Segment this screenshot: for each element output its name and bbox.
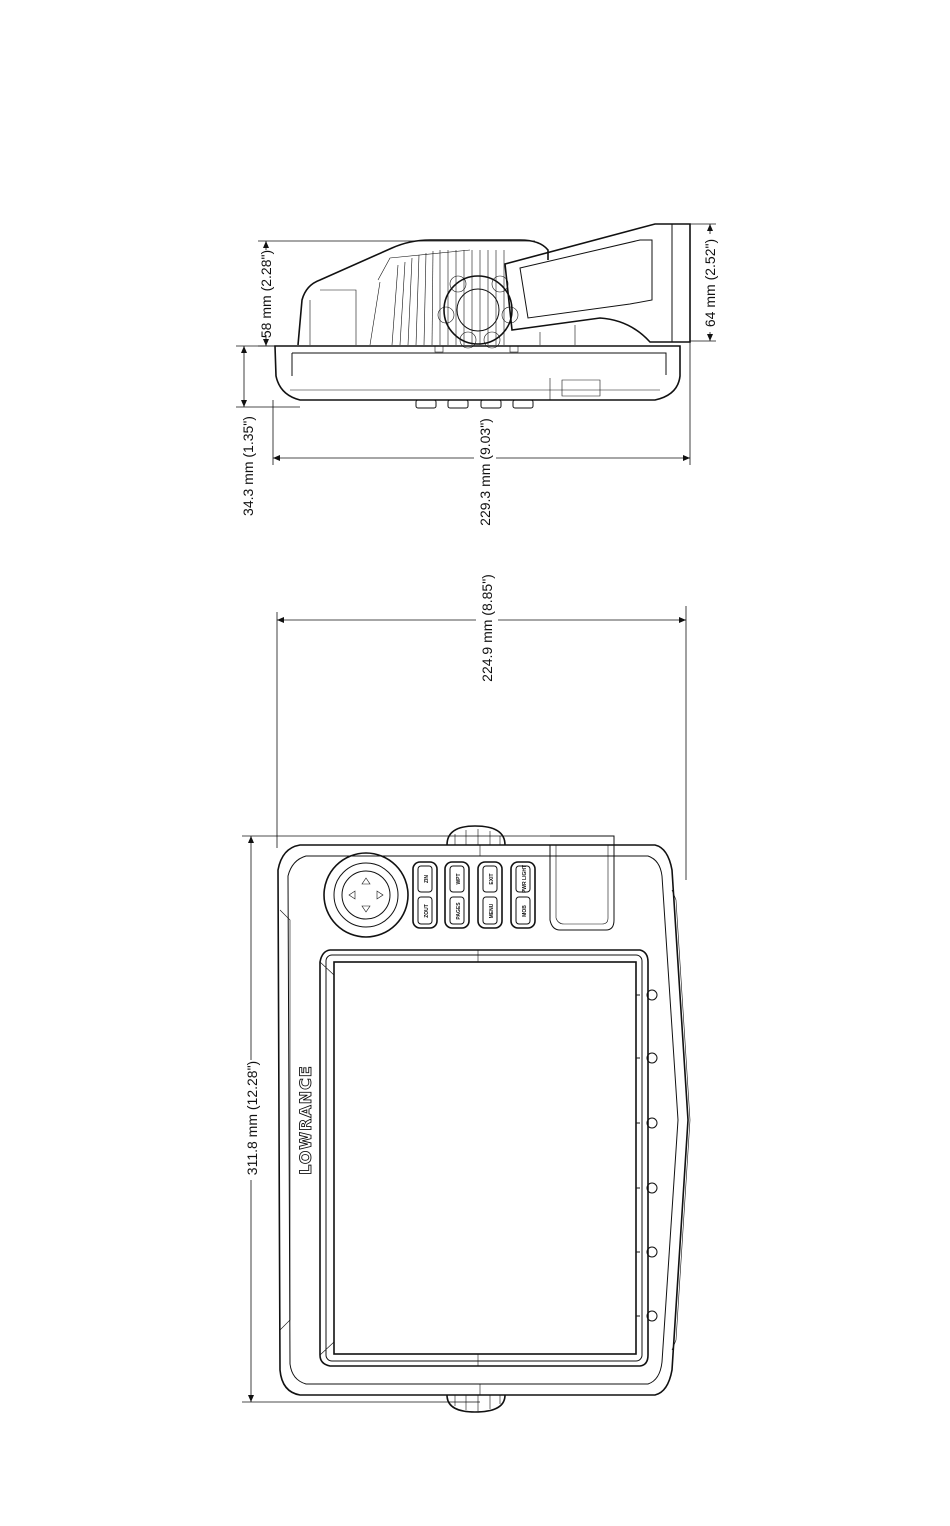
brand-logo: LOWRANCE xyxy=(296,1065,315,1175)
soft-key-4[interactable] xyxy=(636,1183,657,1193)
label-side-height-bracket: 64 mm (2.52") xyxy=(702,239,718,327)
key-exit-menu[interactable]: EXIT MENU xyxy=(478,862,502,928)
arrow-down-icon xyxy=(362,906,370,912)
arrow-up-icon xyxy=(362,878,370,884)
key-zout-label: ZOUT xyxy=(424,904,430,918)
side-bracket xyxy=(505,224,690,345)
key-exit-label: EXIT xyxy=(489,873,495,884)
key-group: ZIN ZOUT WPT PAGES EXIT MENU xyxy=(413,862,535,928)
soft-key-6[interactable] xyxy=(636,1311,657,1321)
key-pages-label: PAGES xyxy=(456,902,462,920)
side-knob xyxy=(438,276,518,348)
key-wpt-pages[interactable]: WPT PAGES xyxy=(445,862,469,928)
key-wpt-label: WPT xyxy=(456,873,462,884)
arrow-left-icon xyxy=(349,891,355,899)
front-view: 224.9 mm (8.85") 311.8 mm (12.28") xyxy=(242,574,690,1412)
label-front-width: 224.9 mm (8.85") xyxy=(479,574,495,682)
side-view: 58 mm (2.28") 64 mm (2.52") 34.3 mm (1.3… xyxy=(236,224,718,530)
key-pwr-label: PWR LIGHT xyxy=(522,865,528,893)
key-pwr-mob[interactable]: PWR LIGHT MOB xyxy=(511,862,535,928)
label-front-height: 311.8 mm (12.28") xyxy=(244,1061,260,1175)
arrow-right-icon xyxy=(377,891,383,899)
soft-key-3[interactable] xyxy=(636,1118,657,1128)
label-side-depth: 34.3 mm (1.35") xyxy=(240,416,256,516)
key-mob-label: MOB xyxy=(522,905,528,917)
soft-keys xyxy=(636,990,657,1321)
cursor-pad[interactable] xyxy=(324,853,408,937)
key-menu-label: MENU xyxy=(489,903,495,918)
key-zin-label: ZIN xyxy=(424,875,430,883)
label-side-height-rear: 58 mm (2.28") xyxy=(258,250,274,338)
label-side-width: 229.3 mm (9.03") xyxy=(477,418,493,526)
key-zoom[interactable]: ZIN ZOUT xyxy=(413,862,437,928)
front-clip xyxy=(550,836,614,930)
soft-key-1[interactable] xyxy=(636,990,657,1000)
soft-key-2[interactable] xyxy=(636,1053,657,1063)
dim-side-depth xyxy=(236,346,300,407)
screen xyxy=(320,950,648,1366)
soft-key-5[interactable] xyxy=(636,1247,657,1257)
side-keys xyxy=(416,400,533,408)
side-housing xyxy=(298,240,548,345)
side-bezel xyxy=(275,346,680,400)
